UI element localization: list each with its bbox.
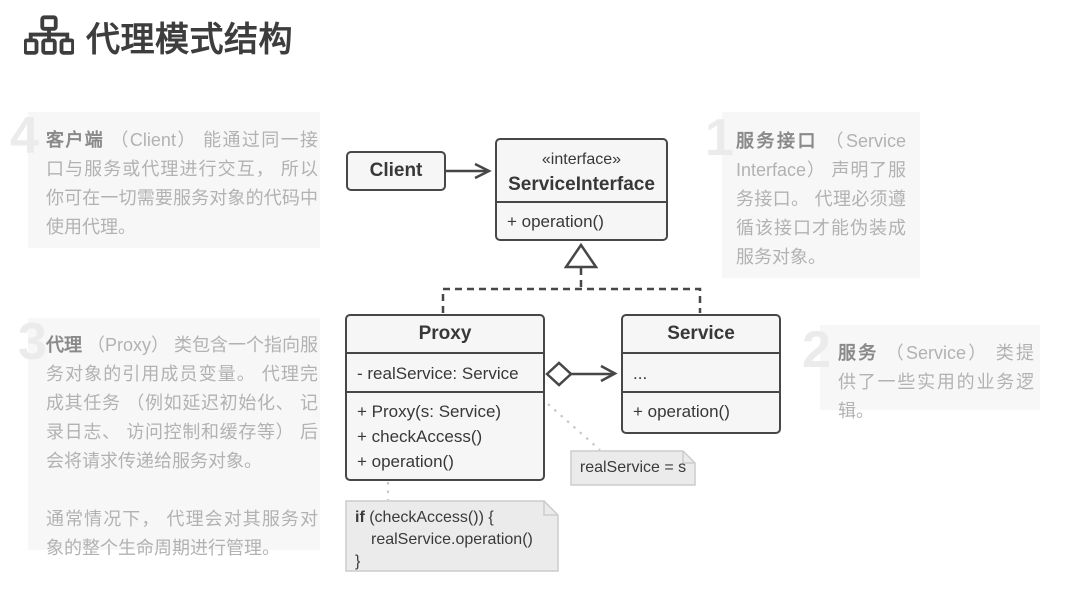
proxy-attribute: - realService: Service	[347, 352, 543, 391]
service-interface-method: + operation()	[497, 201, 666, 238]
callout-client-bg	[28, 112, 320, 248]
code-note-text: if (checkAccess()) { realService.operati…	[345, 500, 559, 573]
proxy-method: + Proxy(s: Service)	[357, 402, 502, 421]
note-background	[570, 450, 696, 486]
code-note: if (checkAccess()) { realService.operati…	[345, 500, 559, 572]
service-class-box: Service ... + operation()	[621, 314, 781, 434]
callout-proxy-bg	[28, 318, 320, 550]
code-line2: realService.operation()	[371, 531, 533, 548]
client-association-arrow	[446, 162, 492, 180]
assignment-note: realService = s	[570, 450, 696, 486]
client-class-name: Client	[369, 160, 423, 181]
service-attribute: ...	[623, 352, 779, 391]
realization-connector	[441, 242, 702, 313]
note-background	[345, 500, 559, 572]
service-class-name: Service	[667, 323, 735, 344]
page-title: 代理模式结构	[86, 21, 293, 59]
callout-client-term: 客户端	[46, 130, 105, 150]
callout-service-interface-number: 1	[705, 109, 734, 167]
code-line1: (checkAccess()) {	[364, 509, 494, 526]
client-class-box: Client	[346, 151, 446, 191]
aggregation-connector	[545, 361, 618, 387]
interface-stereotype: «interface»	[541, 151, 622, 168]
service-interface-class-box: «interface» ServiceInterface + operation…	[495, 138, 668, 241]
code-if-keyword: if	[355, 509, 365, 526]
callout-service-text: 服务 （Service） 类提供了一些实用的业务逻辑。	[838, 339, 1034, 426]
page-header: 代理模式结构	[24, 12, 293, 61]
service-method: + operation()	[623, 391, 779, 429]
callout-service-term: 服务	[838, 343, 879, 363]
callout-proxy-text: 代理 （Proxy） 类包含一个指向服务对象的引用成员变量。 代理完成其任务 （…	[46, 331, 318, 563]
callout-service-number: 2	[802, 321, 831, 379]
callout-service-body: （Service） 类提供了一些实用的业务逻辑。	[838, 343, 1034, 421]
assignment-note-text: realService = s	[579, 459, 687, 476]
callout-client-number: 4	[10, 107, 39, 165]
callout-service-interface-body: （Service Interface） 声明了服务接口。 代理必须遵循该接口才能…	[736, 131, 906, 267]
callout-proxy-number: 3	[18, 313, 47, 371]
callout-service-interface-bg	[722, 112, 920, 278]
proxy-methods: + Proxy(s: Service) + checkAccess() + op…	[347, 391, 543, 481]
callout-proxy-body: （Proxy） 类包含一个指向服务对象的引用成员变量。 代理完成其任务 （例如延…	[46, 335, 319, 471]
callout-service-interface-term: 服务接口	[736, 131, 818, 151]
assignment-note-link	[547, 403, 601, 451]
structure-hierarchy-icon	[24, 14, 74, 55]
callout-proxy-term: 代理	[46, 335, 82, 355]
callout-service-bg	[820, 325, 1040, 410]
callout-client-body: （Client） 能通过同一接口与服务或代理进行交互， 所以你可在一切需要服务对…	[46, 130, 318, 237]
proxy-method: + checkAccess()	[357, 427, 483, 446]
callout-proxy-body2: 通常情况下， 代理会对其服务对象的整个生命周期进行管理。	[46, 509, 318, 558]
proxy-method: + operation()	[357, 452, 454, 471]
service-interface-header: «interface» ServiceInterface	[497, 140, 666, 201]
callout-service-interface-text: 服务接口 （Service Interface） 声明了服务接口。 代理必须遵循…	[736, 127, 906, 272]
proxy-class-name: Proxy	[418, 323, 472, 344]
code-line3: }	[355, 553, 361, 570]
proxy-class-box: Proxy - realService: Service + Proxy(s: …	[345, 314, 545, 481]
callout-client-text: 客户端 （Client） 能通过同一接口与服务或代理进行交互， 所以你可在一切需…	[46, 126, 318, 242]
service-interface-name: ServiceInterface	[508, 174, 655, 195]
